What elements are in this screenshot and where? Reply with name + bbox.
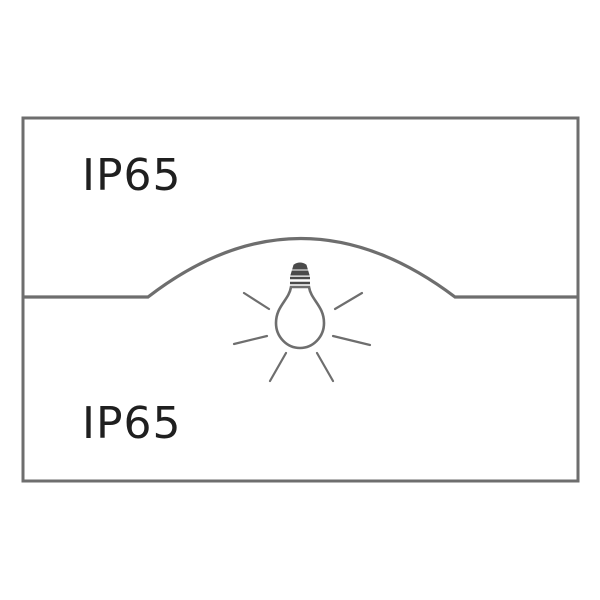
enclosure-frame [21,116,580,483]
zone-divider-line [23,237,578,299]
upper-zone-rating: IP65 [82,150,182,201]
bulb-glass [274,285,326,350]
light-rays [232,291,372,383]
light-bulb-icon [232,262,372,383]
bulb-base [290,262,310,276]
lower-zone-rating: IP65 [82,398,182,449]
